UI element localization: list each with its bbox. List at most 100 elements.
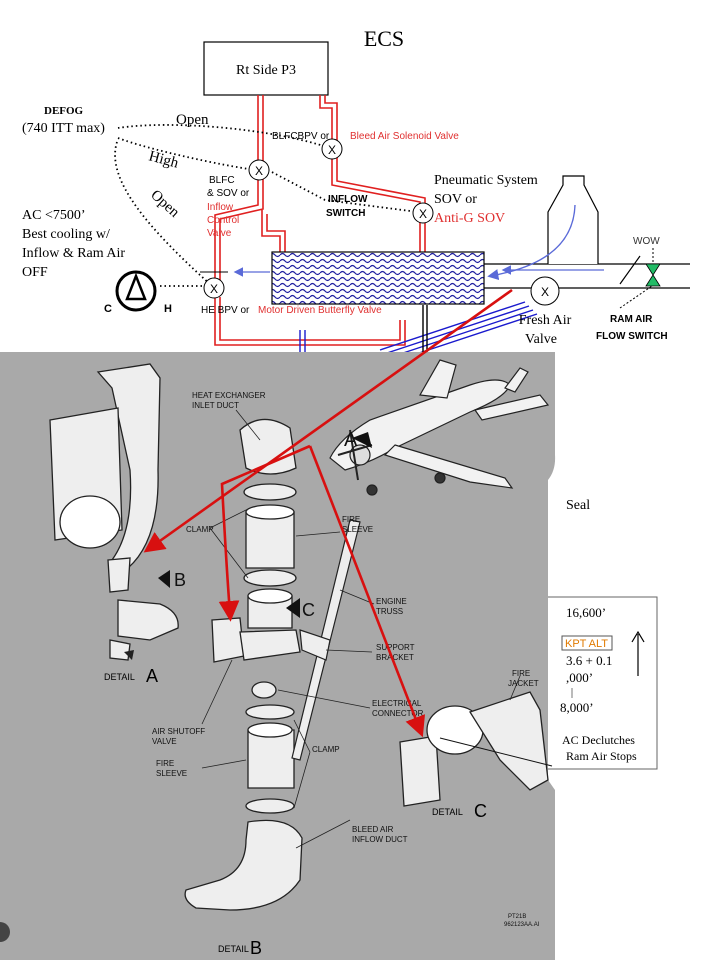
corner-badge [0,922,10,942]
kpt-alt-box [561,635,613,651]
hx-inlet-duct-part [49,363,179,661]
fire-jacket-label-1: FIRE [512,669,530,678]
bleed-inflow-label-2: INFLOW DUCT [352,835,408,844]
best-cooling-line2: Inflow & Ram Air [22,246,125,261]
detail-a-word: DETAIL [104,672,135,682]
engine-truss-label-2: TRUSS [376,607,403,616]
ac-limit-label: AC <7500’ [22,208,86,223]
ram-air-stops: Ram Air Stops [566,749,637,763]
callout-a-arrow-icon [352,432,372,448]
svg-text:X: X [419,207,427,221]
up-arrow-icon [631,630,645,676]
clamp-lower-label: CLAMP [312,745,340,754]
wow-label: WOW [633,236,660,247]
part-leader-lines [201,409,521,849]
ram-air-duct [484,175,690,289]
blfc-label-2: & SOV or [207,188,250,199]
open-upper-label: Open [176,112,209,128]
best-cooling-line1: Best cooling w/ [22,227,110,242]
red-callout-arrows [143,288,513,738]
ram-air-switch-leader [619,285,653,309]
svg-text:X: X [541,285,549,299]
he-bpv-label: HE BPV or [201,305,250,316]
detail-c-letter: C [474,801,487,821]
detail-b-word: DETAIL [218,944,249,954]
wow-butterfly-valve [645,248,661,287]
clamp-upper-label: CLAMP [186,525,214,534]
kpt-alt-label: KPT ALT [565,638,608,650]
fire-sleeve-lower-label-1: FIRE [156,759,174,768]
part-number-1: PT21B [508,914,526,920]
inflow-control-label-3: Valve [207,228,232,239]
airplane-illustration [329,359,550,496]
svg-text:X: X [255,164,263,178]
ram-air-switch-label-2: FLOW SWITCH [596,331,668,342]
valve-pneumatic-sov: X [412,202,434,224]
engine-truss-label-1: ENGINE [376,597,407,606]
itt-max-label: (740 ITT max) [22,121,105,136]
electrical-connector-label-2: CONNECTOR [372,709,424,718]
fire-jacket-label-2: JACKET [508,679,539,688]
callout-a-letter: A [344,429,358,451]
ac-declutches: AC Declutches [562,733,635,747]
fresh-air-label-2: Valve [525,332,557,347]
electrical-connector-label-1: ELECTRICAL [372,699,422,708]
valve-he-bpv: X [203,277,225,299]
support-bracket-label-2: BRACKET [376,653,414,662]
alt-a: ,000’ [566,670,593,685]
detail-a-letter: A [146,666,158,686]
ram-air-switch-label-1: RAM AIR [610,314,653,325]
valve-bleed-air-solenoid: X [321,138,343,160]
air-shutoff-label-1: AIR SHUTOFF [152,727,205,736]
psi-value: 3.6 + 0.1 [566,653,612,668]
inflow-switch-label-2: SWITCH [326,208,365,219]
center-stack-parts [184,418,303,911]
motor-driven-label: Motor Driven Butterfly Valve [258,305,382,316]
svg-text:X: X [210,282,218,296]
heat-exchanger-label-2: INLET DUCT [192,401,239,410]
fire-sleeve-lower-label-2: SLEEVE [156,769,187,778]
alt-b: 8,000’ [560,700,594,715]
rt-side-p3-box [203,41,329,96]
knob-cold-label: C [104,303,112,315]
valve-fresh-air: X [530,276,560,306]
pneumatic-label-1: Pneumatic System [434,173,538,188]
open-lower-label: Open [147,187,182,221]
fire-sleeve-upper-label-2: SLEEVE [342,525,373,534]
detail-c-parts [399,691,549,807]
heat-exchanger [271,251,485,305]
blfc-label-1: BLFC [209,175,235,186]
pneumatic-label-2: SOV or [434,192,477,207]
high-label: High [147,148,181,171]
defog-label: DEFOG [44,105,84,117]
part-number-2: 962123AA.AI [504,922,540,928]
fresh-air-label-1: Fresh Air [519,313,572,328]
air-shutoff-label-2: VALVE [152,737,177,746]
alt-16600: 16,600’ [566,605,606,620]
callout-c-letter: C [302,600,315,620]
black-duct [422,305,428,355]
temperature-knob-icon [115,270,157,312]
support-bracket-part [299,629,331,661]
detail-b-letter: B [250,938,262,958]
valve-blfc-sov: X [248,159,270,181]
callout-b-arrow-icon [158,570,170,588]
inflow-control-label-1: Inflow [207,202,234,213]
altitude-panel [539,596,658,770]
inflow-control-label-2: Control [207,215,239,226]
heat-exchanger-label-1: HEAT EXCHANGER [192,391,266,400]
support-bracket-label-1: SUPPORT [376,643,415,652]
anti-g-sov-label: Anti-G SOV [434,211,505,226]
airplane-propeller [337,429,373,481]
blfcbpv-label: BLFCBPV or [272,131,330,142]
detail-a-icon [124,650,134,660]
callout-c-arrow-icon [286,598,300,618]
fire-sleeve-upper-label-1: FIRE [342,515,360,524]
wow-divider [619,255,641,285]
control-lines [114,124,419,287]
callout-b-letter: B [174,570,186,590]
best-cooling-line3: OFF [22,265,48,280]
inflow-switch-label-1: INFLOW [328,194,368,205]
seal-label: Seal [566,498,590,513]
